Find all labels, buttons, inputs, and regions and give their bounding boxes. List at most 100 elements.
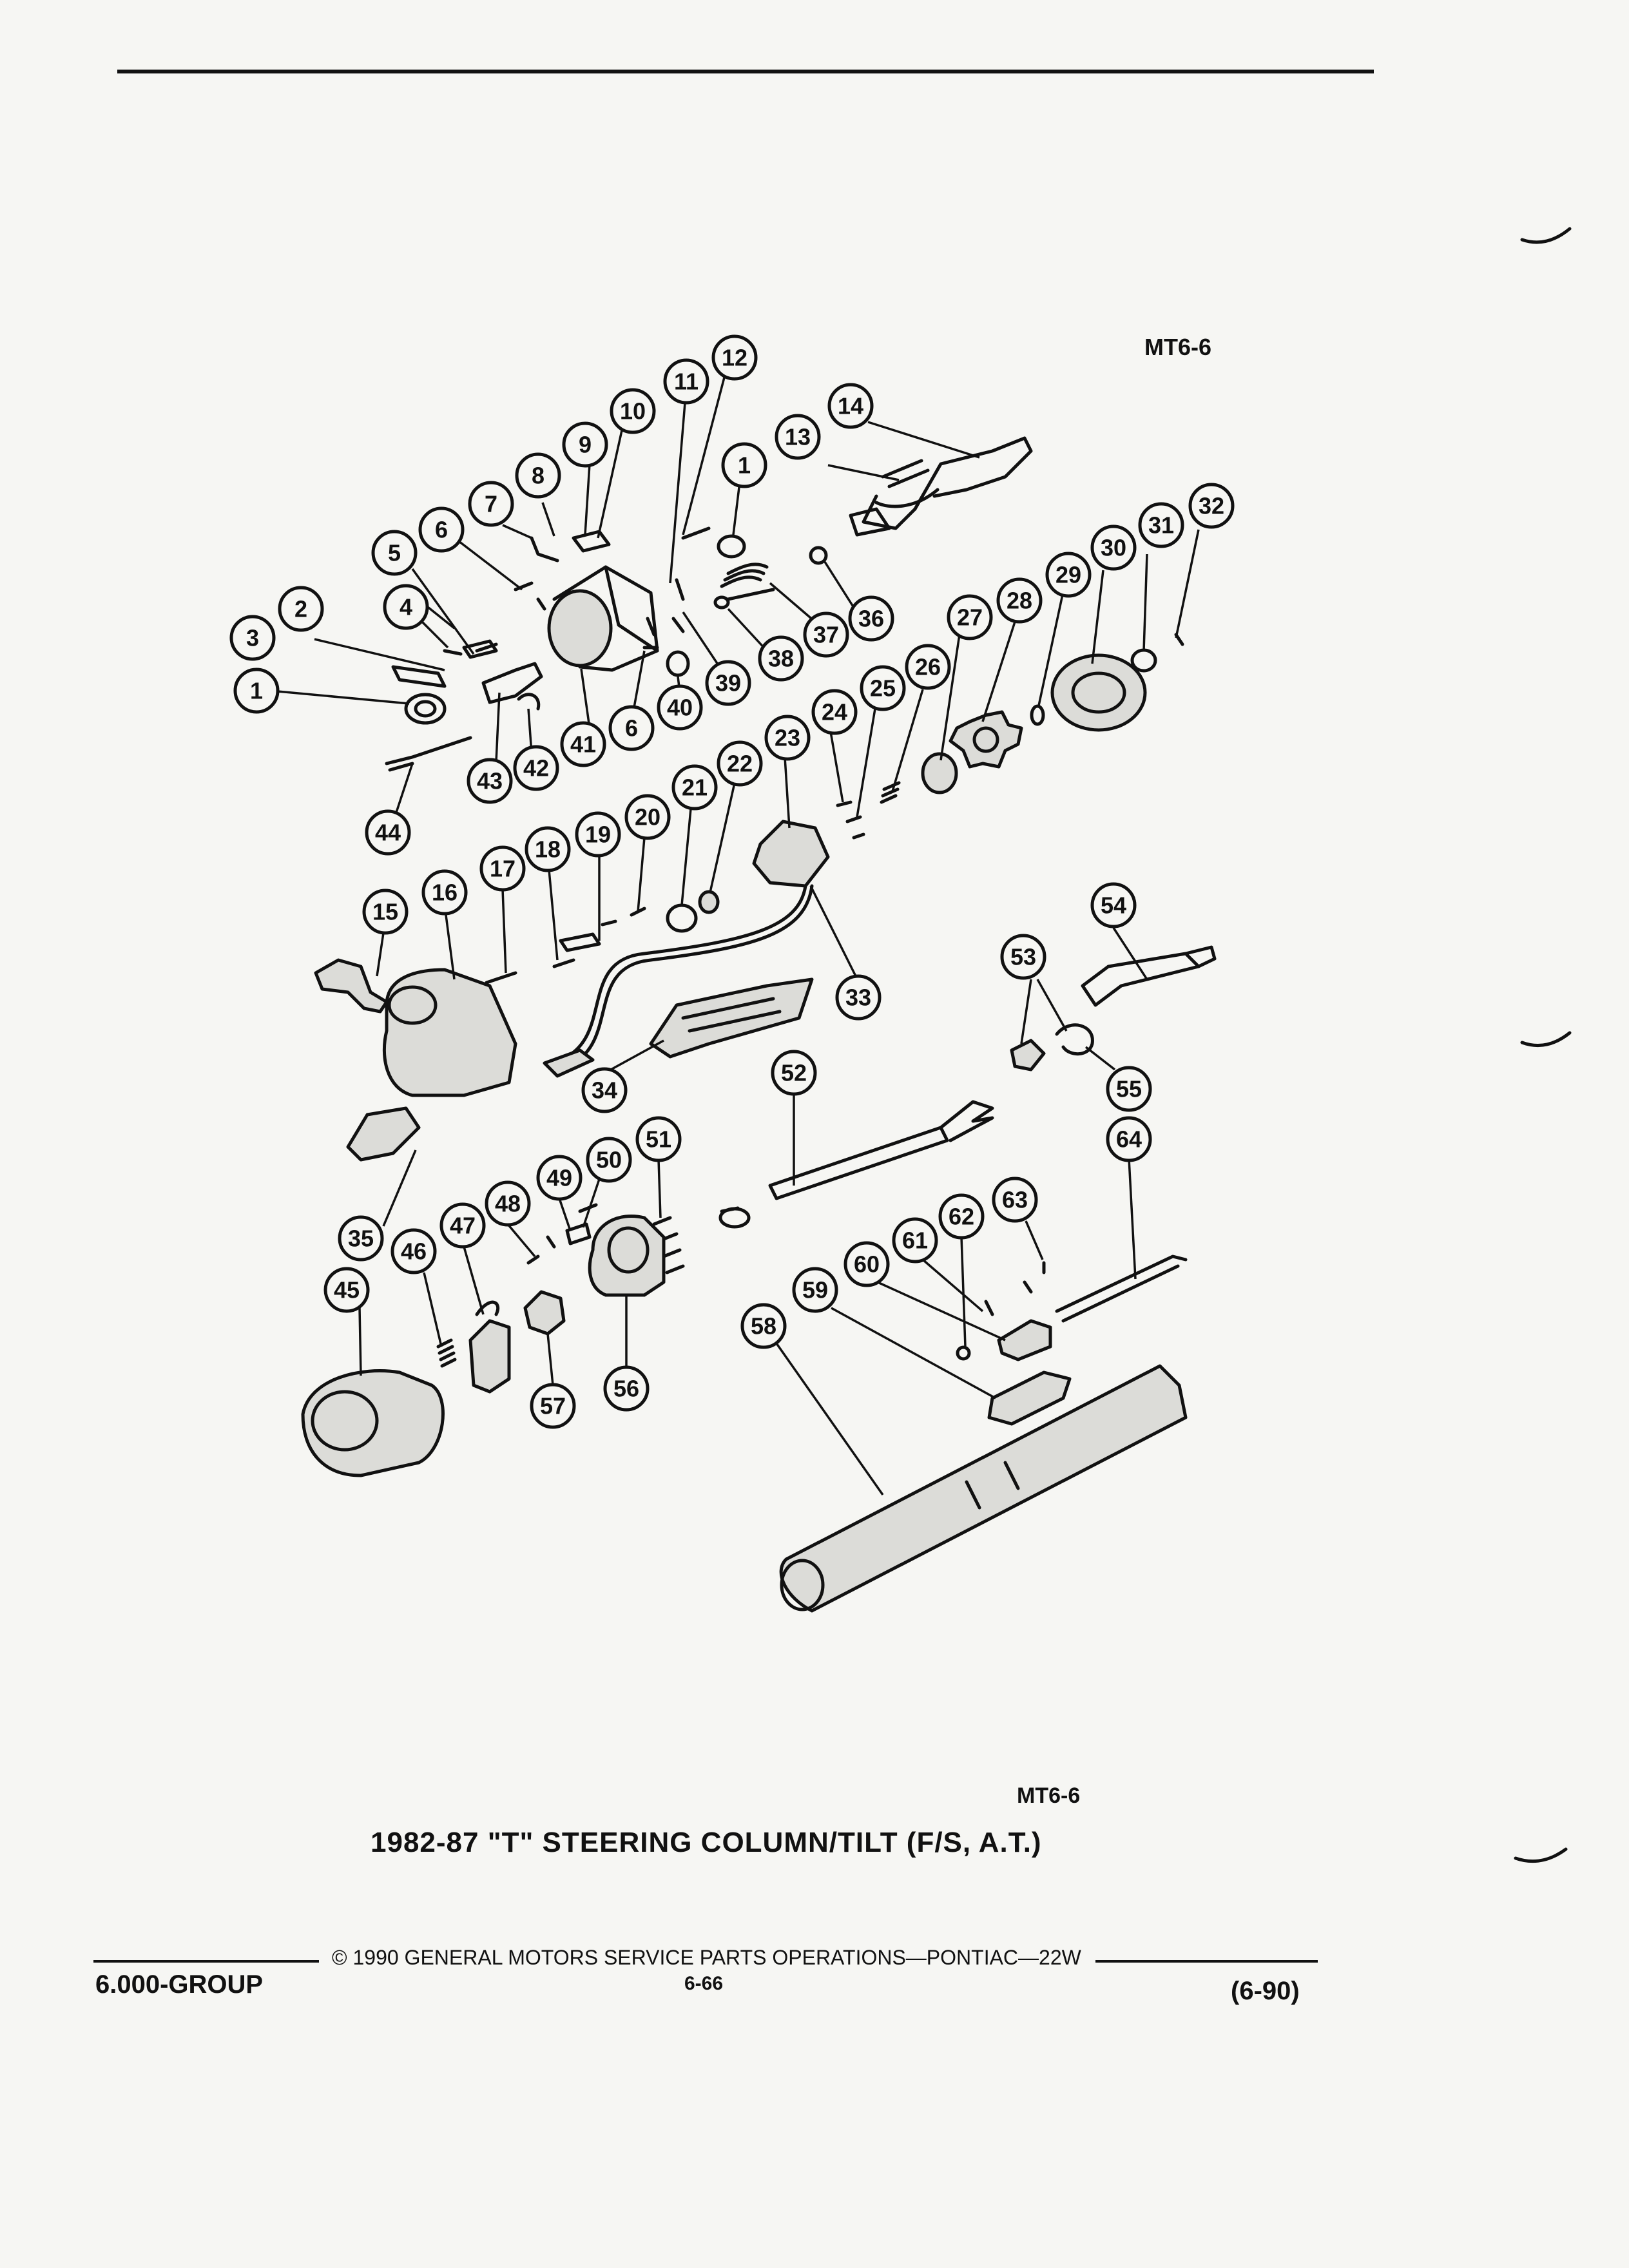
callout-29: 29 — [1045, 552, 1092, 598]
callout-17: 17 — [479, 845, 526, 892]
callout-label: 17 — [490, 856, 516, 882]
callout-label: 9 — [579, 432, 592, 458]
callout-label: 18 — [535, 836, 561, 863]
callout-43: 43 — [467, 758, 513, 804]
callout-30: 30 — [1090, 524, 1137, 571]
callout-label: 24 — [822, 699, 847, 726]
callout-label: 34 — [592, 1077, 617, 1104]
callout-label: 51 — [646, 1126, 671, 1153]
callout-40: 40 — [657, 684, 703, 731]
callout-labels: 1 2 3 4 5 6 7 8 9 10 11 12 13 14 1 36 37… — [229, 334, 1235, 1429]
callout-10: 10 — [610, 388, 656, 434]
callout-55: 55 — [1106, 1066, 1152, 1112]
callout-label: 28 — [1007, 588, 1032, 614]
callout-label: 59 — [802, 1277, 828, 1303]
callout-label: 57 — [540, 1393, 566, 1419]
callout-label: 27 — [957, 604, 983, 631]
callout-54: 54 — [1090, 882, 1137, 928]
callout-9: 9 — [562, 421, 608, 468]
callout-label: 10 — [620, 398, 646, 425]
callout-label: 30 — [1101, 535, 1126, 561]
callout-label: 40 — [667, 695, 693, 721]
callout-18: 18 — [525, 826, 571, 872]
callout-label: 64 — [1116, 1126, 1142, 1153]
callout-label: 52 — [781, 1060, 807, 1086]
callout-label: 54 — [1101, 892, 1126, 919]
callout-label: 56 — [613, 1376, 639, 1402]
callout-label: 6 — [435, 517, 448, 543]
callout-label: 16 — [432, 879, 458, 906]
callout-58: 58 — [740, 1303, 787, 1349]
callout-14: 14 — [827, 383, 874, 429]
callout-label: 5 — [388, 540, 401, 566]
callout-64: 64 — [1106, 1116, 1152, 1162]
top-rule — [117, 70, 1374, 73]
callout-label: 46 — [401, 1238, 427, 1265]
callout-label: 8 — [532, 463, 545, 489]
footer-group: 6.000-GROUP — [95, 1970, 264, 1999]
callout-label: 11 — [674, 369, 699, 395]
figure-code-top: MT6-6 — [1144, 334, 1212, 360]
callout-label: 20 — [635, 804, 660, 831]
callout-22: 22 — [717, 740, 763, 787]
callout-label: 32 — [1199, 493, 1224, 519]
callout-6: 6 — [418, 506, 465, 553]
callout-4: 4 — [383, 584, 429, 630]
footer-page-number: 6-66 — [684, 1973, 724, 1994]
margin-tick-marks — [1514, 227, 1572, 1863]
callout-label: 7 — [485, 491, 497, 517]
callout-label: 53 — [1010, 944, 1036, 970]
leader-lines — [270, 374, 1200, 1496]
callout-25: 25 — [860, 665, 906, 711]
callout-53: 53 — [1000, 934, 1046, 980]
callout-1: 1 — [233, 668, 280, 714]
callout-6-lower: 6 — [608, 705, 655, 751]
callout-45: 45 — [323, 1267, 370, 1313]
parts-drawing — [301, 436, 1217, 1613]
callout-label: 12 — [722, 345, 747, 371]
callout-15: 15 — [362, 889, 409, 935]
callout-label: 43 — [477, 768, 503, 794]
callout-label: 15 — [372, 899, 398, 925]
callout-label: 62 — [949, 1204, 974, 1230]
callout-label: 1 — [250, 678, 263, 704]
callout-label: 23 — [775, 725, 800, 751]
callout-44: 44 — [365, 809, 411, 856]
callout-label: 49 — [546, 1165, 572, 1191]
callout-2: 2 — [278, 586, 324, 632]
callout-28: 28 — [996, 577, 1043, 624]
callout-48: 48 — [485, 1180, 531, 1227]
callout-label: 25 — [870, 675, 896, 702]
callout-label: 39 — [715, 670, 741, 697]
figure-code-bottom: MT6-6 — [1017, 1783, 1081, 1808]
footer-rule-right — [1095, 1960, 1318, 1963]
callout-label: 50 — [596, 1147, 622, 1173]
callout-61: 61 — [892, 1217, 938, 1264]
footer-copyright: © 1990 GENERAL MOTORS SERVICE PARTS OPER… — [332, 1946, 1081, 1969]
callout-label: 37 — [813, 622, 839, 648]
callout-label: 4 — [400, 594, 412, 620]
callout-12: 12 — [711, 334, 758, 381]
callout-13: 13 — [775, 414, 821, 460]
callout-label: 58 — [751, 1313, 776, 1340]
callout-35: 35 — [338, 1215, 384, 1262]
callout-label: 31 — [1148, 512, 1174, 539]
callout-label: 38 — [768, 646, 794, 672]
callout-38: 38 — [758, 635, 804, 682]
callout-50: 50 — [586, 1137, 632, 1183]
callout-label: 6 — [625, 715, 638, 742]
callout-39: 39 — [705, 660, 751, 706]
callout-62: 62 — [938, 1193, 985, 1240]
callout-label: 1 — [738, 452, 751, 479]
callout-label: 63 — [1002, 1187, 1028, 1213]
callout-5: 5 — [371, 530, 418, 576]
callout-57: 57 — [530, 1383, 576, 1429]
callout-26: 26 — [905, 644, 951, 690]
callout-label: 26 — [915, 654, 941, 680]
callout-20: 20 — [624, 794, 671, 840]
footer-rule-left — [93, 1960, 319, 1963]
callout-label: 3 — [246, 625, 259, 651]
callout-51: 51 — [635, 1116, 682, 1162]
callout-34: 34 — [581, 1067, 628, 1113]
